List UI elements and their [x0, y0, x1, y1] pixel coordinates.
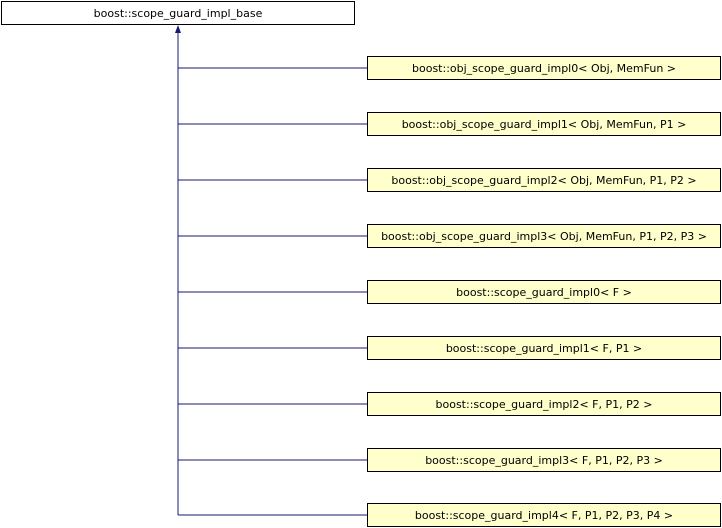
class-node-label: boost::scope_guard_impl4< F, P1, P2, P3,…: [414, 508, 674, 522]
class-node-scope-guard-impl3[interactable]: boost::scope_guard_impl3< F, P1, P2, P3 …: [367, 448, 721, 472]
class-node-label: boost::scope_guard_impl1< F, P1 >: [445, 341, 643, 355]
class-node-label: boost::obj_scope_guard_impl2< Obj, MemFu…: [391, 173, 697, 187]
class-node-label: boost::obj_scope_guard_impl3< Obj, MemFu…: [381, 229, 707, 243]
class-node-obj-scope-guard-impl0[interactable]: boost::obj_scope_guard_impl0< Obj, MemFu…: [367, 56, 721, 80]
class-node-obj-scope-guard-impl3[interactable]: boost::obj_scope_guard_impl3< Obj, MemFu…: [367, 224, 721, 248]
class-node-label: boost::scope_guard_impl_base: [93, 6, 263, 20]
class-node-scope-guard-impl2[interactable]: boost::scope_guard_impl2< F, P1, P2 >: [367, 392, 721, 416]
inheritance-arrow-icon: [175, 25, 181, 33]
class-node-label: boost::scope_guard_impl2< F, P1, P2 >: [435, 397, 653, 411]
class-node-label: boost::scope_guard_impl3< F, P1, P2, P3 …: [425, 453, 663, 467]
class-node-label: boost::scope_guard_impl0< F >: [456, 285, 632, 299]
class-node-scope-guard-impl1[interactable]: boost::scope_guard_impl1< F, P1 >: [367, 336, 721, 360]
class-node-scope-guard-impl4[interactable]: boost::scope_guard_impl4< F, P1, P2, P3,…: [367, 503, 721, 527]
class-node-label: boost::obj_scope_guard_impl0< Obj, MemFu…: [412, 61, 676, 75]
class-node-scope-guard-impl0[interactable]: boost::scope_guard_impl0< F >: [367, 280, 721, 304]
class-node-obj-scope-guard-impl1[interactable]: boost::obj_scope_guard_impl1< Obj, MemFu…: [367, 112, 721, 136]
class-node-obj-scope-guard-impl2[interactable]: boost::obj_scope_guard_impl2< Obj, MemFu…: [367, 168, 721, 192]
class-node-scope-guard-impl-base[interactable]: boost::scope_guard_impl_base: [1, 1, 355, 25]
class-node-label: boost::obj_scope_guard_impl1< Obj, MemFu…: [401, 117, 687, 131]
